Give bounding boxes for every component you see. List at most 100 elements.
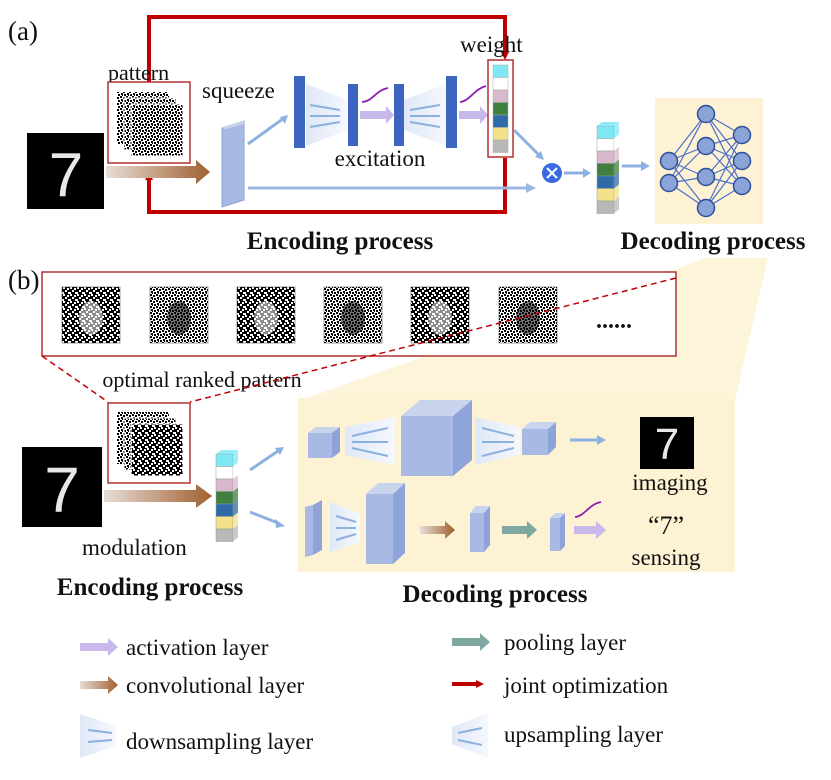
activation-arrow-weight bbox=[459, 106, 488, 124]
vector-cell bbox=[215, 478, 234, 492]
weight-cell bbox=[492, 127, 509, 141]
ranked-pattern-blob bbox=[254, 301, 278, 335]
excitation-layer-1 bbox=[294, 76, 305, 148]
network-node bbox=[732, 176, 752, 196]
network-edge bbox=[705, 160, 743, 209]
network-node bbox=[696, 167, 716, 187]
network-node bbox=[696, 136, 716, 156]
network-edge bbox=[705, 113, 743, 162]
vector-cell-side bbox=[614, 197, 619, 214]
vector-cell-side bbox=[233, 475, 238, 492]
digit-glyph-a: 7 bbox=[49, 141, 83, 210]
network-edge bbox=[705, 134, 743, 209]
activation-arrow-inner bbox=[360, 106, 394, 124]
neural-network-icon bbox=[659, 104, 752, 218]
weight-vector bbox=[492, 64, 509, 153]
vector-cell-side bbox=[233, 450, 238, 467]
ellipsis: ...... bbox=[596, 308, 632, 334]
ranked-pattern-blob bbox=[341, 301, 365, 335]
vector-cell-side bbox=[233, 525, 238, 542]
legend-pooling-swatch bbox=[452, 633, 490, 651]
panel-label-a: (a) bbox=[8, 16, 38, 46]
modulation-arrow bbox=[104, 484, 212, 508]
encoded-vector-a bbox=[596, 122, 619, 214]
network-node bbox=[659, 151, 679, 171]
vector-cell-side bbox=[614, 172, 619, 189]
vector-cell bbox=[596, 175, 615, 189]
vector-cell bbox=[215, 503, 234, 517]
weight-cell bbox=[492, 102, 509, 116]
weight-to-multiply-arrow bbox=[512, 128, 542, 158]
pattern-label: pattern bbox=[108, 60, 169, 85]
vector-cell bbox=[215, 466, 234, 480]
legend-pooling: pooling layer bbox=[504, 630, 626, 655]
imaging-label: imaging bbox=[632, 470, 708, 495]
legend-upsampling: upsampling layer bbox=[504, 722, 663, 747]
ranked-pattern-blob bbox=[516, 301, 540, 335]
vector-cell-side bbox=[233, 487, 238, 504]
decoding-title-b: Decoding process bbox=[403, 581, 588, 608]
encoding-title-b: Encoding process bbox=[57, 574, 244, 601]
excitation-label: excitation bbox=[335, 146, 426, 171]
weight-cell bbox=[492, 64, 509, 78]
ranked-pattern-label: optimal ranked pattern bbox=[102, 367, 301, 392]
vector-cell-side bbox=[614, 159, 619, 176]
vector-cell bbox=[596, 150, 615, 164]
imaging-output bbox=[640, 417, 694, 469]
encoding-title-a: Encoding process bbox=[247, 228, 434, 255]
weight-cell bbox=[492, 77, 509, 91]
network-node bbox=[696, 104, 716, 124]
activation-curve-2 bbox=[459, 85, 487, 103]
network-edge bbox=[668, 113, 707, 184]
activation-curve-1 bbox=[361, 87, 389, 103]
legend-activation-swatch bbox=[80, 638, 118, 656]
network-node bbox=[732, 125, 752, 145]
vector-cell-side bbox=[614, 122, 619, 139]
legend-downsampling: downsampling layer bbox=[126, 729, 313, 754]
vector-cell-side bbox=[233, 512, 238, 529]
conv-arrow-a bbox=[106, 160, 210, 184]
encoded-vector-b bbox=[215, 450, 238, 542]
arrow-to-squeeze bbox=[247, 116, 285, 146]
sensing-label: sensing bbox=[632, 545, 702, 570]
sensing-branch bbox=[305, 483, 606, 564]
vector-cell bbox=[596, 188, 615, 202]
ranked-pattern-blob bbox=[167, 301, 191, 335]
digit-glyph-b: 7 bbox=[44, 454, 80, 526]
vector-cell bbox=[596, 125, 615, 139]
vector-cell bbox=[596, 200, 615, 214]
zoom-line-left bbox=[41, 355, 109, 403]
vector-cell bbox=[215, 516, 234, 530]
vector-cell-top bbox=[597, 122, 619, 126]
legend-convolutional: convolutional layer bbox=[126, 673, 305, 698]
network-node bbox=[659, 173, 679, 193]
joint-optimization-arrow-top bbox=[147, 15, 509, 82]
weight-label: weight bbox=[460, 32, 523, 57]
vector-cell bbox=[596, 163, 615, 177]
legend-upsampling-swatch bbox=[452, 713, 488, 758]
input-digit-a bbox=[27, 133, 104, 209]
network-edge bbox=[668, 113, 707, 162]
vector-cell-top bbox=[216, 450, 238, 454]
vector-cell bbox=[215, 453, 234, 467]
legend-downsampling-swatch bbox=[80, 714, 116, 758]
panel-label-b: (b) bbox=[8, 265, 39, 295]
arrow-to-imaging bbox=[249, 449, 279, 472]
network-node bbox=[732, 151, 752, 171]
vector-cell-side bbox=[614, 184, 619, 201]
input-digit-b bbox=[22, 447, 102, 527]
weight-cell bbox=[492, 114, 509, 128]
vector-cell bbox=[215, 491, 234, 505]
legend-activation: activation layer bbox=[126, 635, 269, 660]
legend-joint: joint optimization bbox=[503, 673, 669, 698]
modulation-label: modulation bbox=[82, 535, 187, 560]
decoding-title-a: Decoding process bbox=[621, 228, 806, 255]
digit-glyph-output: 7 bbox=[655, 420, 679, 469]
squeeze-label: squeeze bbox=[202, 78, 275, 103]
ranked-pattern-blob bbox=[79, 301, 103, 335]
excitation-layer-2 bbox=[348, 84, 358, 146]
excitation-layer-3 bbox=[394, 84, 404, 146]
arrow-to-sensing bbox=[249, 510, 279, 525]
vector-cell bbox=[215, 528, 234, 542]
vector-cell-side bbox=[233, 462, 238, 479]
